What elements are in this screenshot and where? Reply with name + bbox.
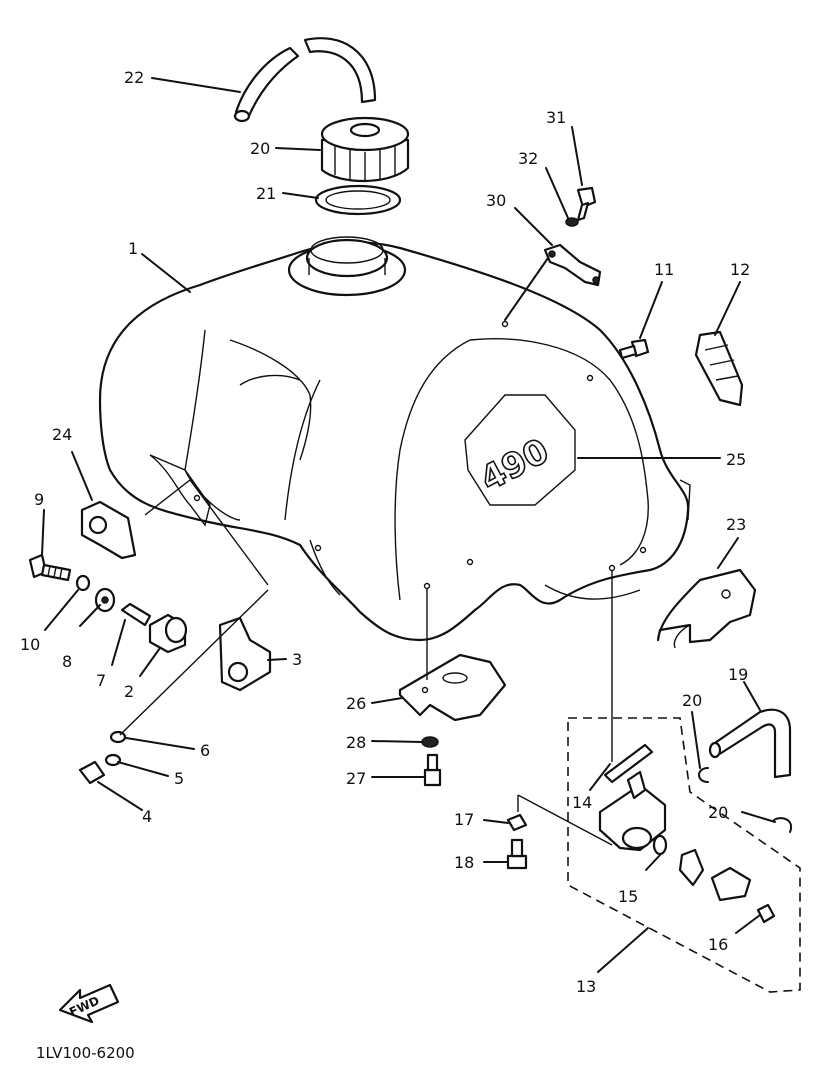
callout-23: 22 [124,68,144,87]
callout-17: 17 [454,810,474,829]
bracket-27 [398,653,507,722]
bolt-11 [618,338,650,360]
cap-gasket [314,184,402,216]
nut-5 [104,753,122,767]
o-ring-15 [652,834,668,856]
bracket-3 [218,616,272,692]
plate [710,866,752,902]
callout-29: 28 [346,733,366,752]
callout-26: 25 [726,450,746,469]
callout-14: 14 [572,793,592,812]
fuel-hose-19 [708,708,792,779]
callout-24: 23 [726,515,746,534]
callout-11: 11 [654,260,674,279]
callout-22: 21 [256,184,276,203]
callout-labels: 22 20 21 1 31 32 30 11 12 25 23 24 9 10 … [20,68,750,996]
washer-10 [75,574,91,592]
damper-25 [80,500,137,560]
fuel-tank: 490 [98,236,691,642]
breather-hose [233,37,377,123]
callout-25: 24 [52,425,72,444]
screw-16 [756,903,776,924]
callout-1: 1 [128,239,138,258]
callout-20-upper: 20 [682,691,702,710]
bracket-30 [543,243,602,287]
callout-31: 31 [546,108,566,127]
clip-20-lower [773,817,793,833]
bolt-18 [506,838,528,870]
fuel-cock-body [598,770,667,852]
callout-6: 6 [200,741,210,760]
callout-21: 20 [250,139,270,158]
nut-17 [506,813,528,832]
callout-7: 7 [96,671,106,690]
diagram-code: 1LV100-6200 [36,1044,135,1062]
callout-32: 32 [518,149,538,168]
nut-6 [109,730,127,744]
bracket-24 [656,568,757,649]
fuel-filter-14 [603,743,654,784]
collar-7 [120,602,152,627]
callout-5: 5 [174,769,184,788]
callout-19: 19 [728,665,748,684]
callout-16: 16 [708,935,728,954]
washer-8 [94,587,116,613]
damper-12 [694,330,744,407]
callout-20-lower: 20 [708,803,728,822]
callout-9: 9 [34,490,44,509]
callout-2: 2 [124,682,134,701]
callout-15: 15 [618,887,638,906]
callout-27: 26 [346,694,366,713]
washer-29 [421,736,439,748]
washer-32 [565,217,579,227]
callout-8: 8 [62,652,72,671]
clip-20-upper [698,767,709,783]
lever-seal [678,848,705,887]
callout-4: 4 [142,807,152,826]
callout-10: 10 [20,635,40,654]
callout-18: 18 [454,853,474,872]
fuel-cap [320,116,410,183]
bolt-9 [28,553,72,582]
bolt-4 [78,760,106,785]
callout-12: 12 [730,260,750,279]
forward-arrow: FWD [58,983,120,1024]
leader-lines [41,77,776,973]
callout-28: 27 [346,769,366,788]
callout-3: 3 [292,650,302,669]
callout-30: 30 [486,191,506,210]
bolt-28 [423,753,442,787]
damper-2 [148,613,188,654]
bolt-31 [576,186,597,222]
callout-13: 13 [576,977,596,996]
